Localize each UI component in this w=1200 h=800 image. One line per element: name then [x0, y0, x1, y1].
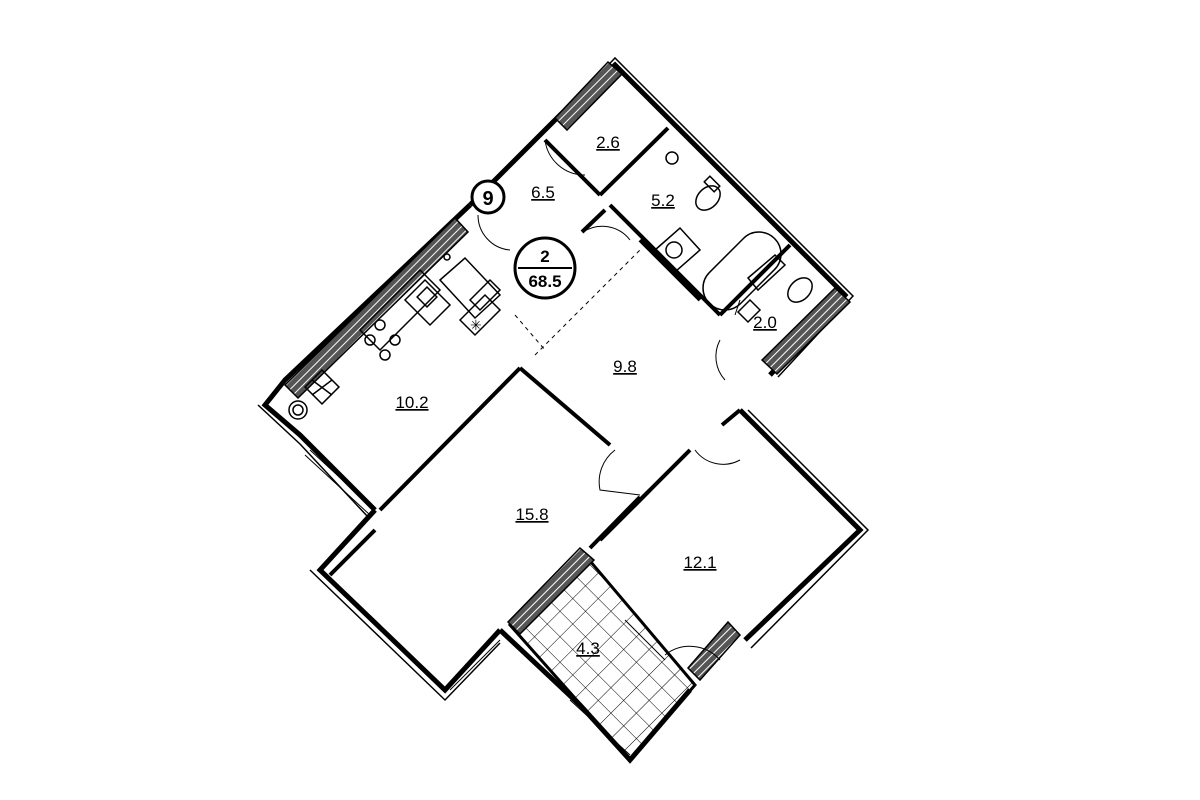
kitchen-fixtures: ✳ [288, 253, 502, 420]
windows [304, 449, 666, 756]
room-area-corridor: 9.8 [613, 357, 637, 376]
zone-divider [514, 314, 546, 351]
bathtub-icon [702, 231, 782, 311]
interior-walls [328, 126, 792, 577]
floor-badge: 9 [470, 179, 506, 215]
boiler-icon [288, 400, 308, 420]
room-area-bathroom: 5.2 [651, 191, 675, 210]
room-area-kitchen: 10.2 [395, 393, 428, 412]
door-swings [477, 139, 741, 661]
room-area-hall: 6.5 [531, 183, 555, 202]
apartment-badge: 2 68.5 [513, 236, 577, 300]
bathroom-fixtures [653, 151, 813, 324]
room-area-storage: 2.6 [596, 133, 620, 152]
stove-icon [374, 319, 386, 331]
external-wall-segments [283, 60, 852, 682]
room-area-balcony: 4.3 [576, 639, 600, 658]
floor-number: 9 [482, 188, 493, 210]
total-area: 68.5 [528, 272, 561, 291]
room-area-bedroom: 12.1 [683, 553, 716, 572]
zone-divider [534, 249, 641, 356]
room-area-toilet: 2.0 [753, 313, 777, 332]
room-count: 2 [540, 247, 549, 266]
svg-text:✳: ✳ [470, 318, 482, 334]
room-area-living-room: 15.8 [515, 505, 548, 524]
sink-icon [653, 226, 702, 274]
toilet-icon [787, 277, 813, 303]
